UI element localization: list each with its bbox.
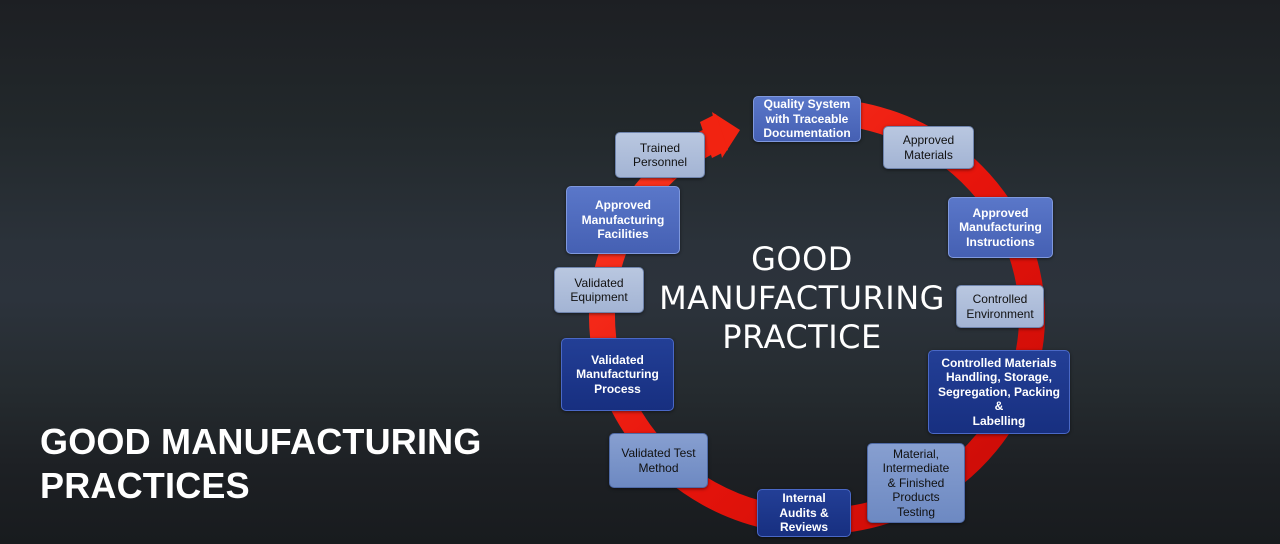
node-approved-manufacturing-instructions: Approved Manufacturing Instructions	[948, 197, 1053, 258]
node-quality-system: Quality System with Traceable Documentat…	[753, 96, 861, 142]
node-controlled-environment: Controlled Environment	[956, 285, 1044, 328]
node-trained-personnel: Trained Personnel	[615, 132, 705, 178]
node-label: Validated Equipment	[570, 275, 628, 305]
node-controlled-materials-handling: Controlled Materials Handling, Storage, …	[928, 350, 1070, 434]
node-approved-manufacturing-facilities: Approved Manufacturing Facilities	[566, 186, 680, 254]
hero-title: GOOD MANUFACTURING PRACTICES	[40, 420, 482, 508]
center-title-line-2: MANUFACTURING	[659, 279, 945, 317]
hero-title-line-2: PRACTICES	[40, 465, 250, 506]
center-title-line-3: PRACTICE	[722, 318, 882, 356]
node-approved-materials: Approved Materials	[883, 126, 974, 169]
node-label: Validated Test Method	[621, 446, 696, 475]
node-label: Approved Manufacturing Facilities	[581, 198, 665, 242]
node-label: Approved Materials	[902, 133, 955, 162]
node-label: Quality System with Traceable Documentat…	[763, 97, 851, 141]
node-internal-audits: Internal Audits & Reviews	[757, 489, 851, 537]
node-material-testing: Material, Intermediate & Finished Produc…	[867, 443, 965, 523]
node-label: Trained Personnel	[632, 140, 688, 170]
node-label: Controlled Environment	[966, 292, 1034, 321]
center-title-line-1: GOOD	[751, 240, 853, 278]
hero-title-line-1: GOOD MANUFACTURING	[40, 421, 482, 462]
node-validated-equipment: Validated Equipment	[554, 267, 644, 313]
node-label: Validated Manufacturing Process	[576, 352, 659, 396]
node-label: Internal Audits & Reviews	[779, 491, 829, 535]
node-validated-test-method: Validated Test Method	[609, 433, 708, 488]
diagram-center-title: GOOD MANUFACTURING PRACTICE	[652, 240, 952, 357]
node-label: Controlled Materials Handling, Storage, …	[937, 355, 1061, 428]
node-label: Material, Intermediate & Finished Produc…	[882, 446, 950, 519]
node-validated-manufacturing-process: Validated Manufacturing Process	[561, 338, 674, 411]
node-label: Approved Manufacturing Instructions	[959, 205, 1042, 249]
